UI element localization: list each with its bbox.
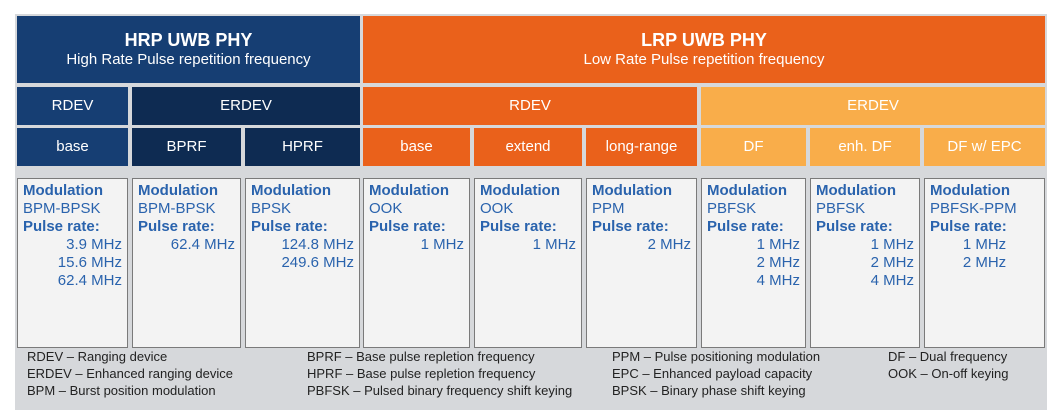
modulation-value: BPSK bbox=[251, 200, 292, 217]
pulse-rate-label: Pulse rate: bbox=[251, 218, 328, 235]
group-lrp-rdev: RDEV bbox=[363, 87, 697, 125]
modulation-value: OOK bbox=[480, 200, 514, 217]
modulation-label: Modulation bbox=[480, 182, 560, 199]
detail-box-enh-df: Modulation PBFSK Pulse rate: 1 MHz 2 MHz… bbox=[810, 178, 920, 348]
mode-lrp-base: base bbox=[363, 128, 470, 166]
legend-column-4: DF – Dual frequency OOK – On-off keying bbox=[888, 348, 1008, 382]
legend-column-3: PPM – Pulse positioning modulation EPC –… bbox=[612, 348, 820, 399]
legend-entry: ERDEV – Enhanced ranging device bbox=[27, 366, 233, 381]
pulse-rate-label: Pulse rate: bbox=[138, 218, 215, 235]
legend-entry: DF – Dual frequency bbox=[888, 349, 1008, 364]
pulse-rate-values: 3.9 MHz 15.6 MHz 62.4 MHz bbox=[23, 236, 122, 290]
pulse-rate-value: 62.4 MHz bbox=[170, 236, 235, 253]
pulse-rate-values: 1 MHz bbox=[369, 236, 464, 254]
modulation-label: Modulation bbox=[930, 182, 1010, 199]
modulation-value: PBFSK bbox=[816, 200, 866, 217]
detail-box-df-w-epc: Modulation PBFSK-PPM Pulse rate: 1 MHz 2… bbox=[924, 178, 1045, 348]
abbreviation-legend: RDEV – Ranging device ERDEV – Enhanced r… bbox=[15, 344, 1047, 410]
modulation-label: Modulation bbox=[251, 182, 331, 199]
hrp-subtitle: High Rate Pulse repetition frequency bbox=[66, 51, 311, 68]
legend-entry: PPM – Pulse positioning modulation bbox=[612, 349, 821, 364]
detail-box-bprf: Modulation BPM-BPSK Pulse rate: 62.4 MHz bbox=[132, 178, 241, 348]
modulation-label: Modulation bbox=[707, 182, 787, 199]
pulse-rate-value: 2 MHz bbox=[647, 236, 691, 253]
group-hrp-rdev: RDEV bbox=[17, 87, 128, 125]
detail-box-hprf: Modulation BPSK Pulse rate: 124.8 MHz 24… bbox=[245, 178, 360, 348]
modulation-value: PPM bbox=[592, 200, 625, 217]
legend-entry: PBFSK – Pulsed binary frequency shift ke… bbox=[307, 383, 573, 398]
detail-box-extend: Modulation OOK Pulse rate: 1 MHz bbox=[474, 178, 582, 348]
legend-entry: RDEV – Ranging device bbox=[27, 349, 168, 364]
detail-box-df: Modulation PBFSK Pulse rate: 1 MHz 2 MHz… bbox=[701, 178, 806, 348]
pulse-rate-value: 1 MHz bbox=[756, 236, 800, 253]
mode-long-range: long-range bbox=[586, 128, 697, 166]
pulse-rate-label: Pulse rate: bbox=[592, 218, 669, 235]
modulation-label: Modulation bbox=[23, 182, 103, 199]
pulse-rate-value: 1 MHz bbox=[532, 236, 576, 253]
mode-enh-df: enh. DF bbox=[810, 128, 920, 166]
pulse-rate-values: 1 MHz bbox=[480, 236, 576, 254]
pulse-rate-label: Pulse rate: bbox=[480, 218, 557, 235]
modulation-value: OOK bbox=[369, 200, 403, 217]
hrp-header: HRP UWB PHY High Rate Pulse repetition f… bbox=[17, 16, 360, 83]
pulse-rate-value: 4 MHz bbox=[756, 272, 800, 289]
pulse-rate-values: 1 MHz 2 MHz 4 MHz bbox=[816, 236, 914, 290]
modulation-value: PBFSK bbox=[707, 200, 757, 217]
detail-box-long-range: Modulation PPM Pulse rate: 2 MHz bbox=[586, 178, 697, 348]
modulation-label: Modulation bbox=[138, 182, 218, 199]
legend-column-1: RDEV – Ranging device ERDEV – Enhanced r… bbox=[27, 348, 233, 399]
pulse-rate-value: 3.9 MHz bbox=[66, 236, 122, 253]
mode-hrp-base: base bbox=[17, 128, 128, 166]
pulse-rate-value: 1 MHz bbox=[420, 236, 464, 253]
legend-entry: OOK – On-off keying bbox=[888, 366, 1009, 381]
mode-bprf: BPRF bbox=[132, 128, 241, 166]
lrp-subtitle: Low Rate Pulse repetition frequency bbox=[583, 51, 825, 68]
pulse-rate-value: 249.6 MHz bbox=[281, 254, 354, 271]
pulse-rate-value: 4 MHz bbox=[870, 272, 914, 289]
legend-column-2: BPRF – Base pulse repletion frequency HP… bbox=[307, 348, 572, 399]
legend-entry: BPM – Burst position modulation bbox=[27, 383, 216, 398]
pulse-rate-value: 1 MHz bbox=[870, 236, 914, 253]
group-lrp-erdev: ERDEV bbox=[701, 87, 1045, 125]
pulse-rate-label: Pulse rate: bbox=[930, 218, 1007, 235]
pulse-rate-value: 62.4 MHz bbox=[57, 272, 122, 289]
pulse-rate-label: Pulse rate: bbox=[816, 218, 893, 235]
pulse-rate-values: 2 MHz bbox=[592, 236, 691, 254]
pulse-rate-value: 1 MHz bbox=[962, 236, 1007, 253]
pulse-rate-label: Pulse rate: bbox=[369, 218, 446, 235]
pulse-rate-values: 1 MHz 2 MHz bbox=[930, 236, 1039, 272]
pulse-rate-values: 62.4 MHz bbox=[138, 236, 235, 254]
mode-extend: extend bbox=[474, 128, 582, 166]
modulation-value: BPM-BPSK bbox=[138, 200, 216, 217]
pulse-rate-value: 15.6 MHz bbox=[57, 254, 122, 271]
pulse-rate-value: 2 MHz bbox=[870, 254, 914, 271]
legend-entry: HPRF – Base pulse repletion frequency bbox=[307, 366, 536, 381]
modulation-label: Modulation bbox=[816, 182, 896, 199]
uwb-phy-diagram: HRP UWB PHY High Rate Pulse repetition f… bbox=[15, 14, 1047, 410]
pulse-rate-values: 1 MHz 2 MHz 4 MHz bbox=[707, 236, 800, 290]
modulation-label: Modulation bbox=[369, 182, 449, 199]
modulation-value: PBFSK-PPM bbox=[930, 200, 1017, 217]
mode-hprf: HPRF bbox=[245, 128, 360, 166]
mode-df-w-epc: DF w/ EPC bbox=[924, 128, 1045, 166]
pulse-rate-value: 2 MHz bbox=[962, 254, 1007, 271]
legend-entry: BPSK – Binary phase shift keying bbox=[612, 383, 806, 398]
legend-entry: BPRF – Base pulse repletion frequency bbox=[307, 349, 535, 364]
detail-box-lrp-base: Modulation OOK Pulse rate: 1 MHz bbox=[363, 178, 470, 348]
lrp-header: LRP UWB PHY Low Rate Pulse repetition fr… bbox=[363, 16, 1045, 83]
pulse-rate-values: 124.8 MHz 249.6 MHz bbox=[251, 236, 354, 272]
hrp-title: HRP UWB PHY bbox=[124, 30, 253, 50]
pulse-rate-value: 2 MHz bbox=[756, 254, 800, 271]
pulse-rate-label: Pulse rate: bbox=[23, 218, 100, 235]
group-hrp-erdev: ERDEV bbox=[132, 87, 360, 125]
modulation-value: BPM-BPSK bbox=[23, 200, 101, 217]
pulse-rate-label: Pulse rate: bbox=[707, 218, 784, 235]
mode-df: DF bbox=[701, 128, 806, 166]
detail-box-hrp-base: Modulation BPM-BPSK Pulse rate: 3.9 MHz … bbox=[17, 178, 128, 348]
pulse-rate-value: 124.8 MHz bbox=[281, 236, 354, 253]
modulation-label: Modulation bbox=[592, 182, 672, 199]
legend-entry: EPC – Enhanced payload capacity bbox=[612, 366, 813, 381]
lrp-title: LRP UWB PHY bbox=[641, 30, 767, 50]
